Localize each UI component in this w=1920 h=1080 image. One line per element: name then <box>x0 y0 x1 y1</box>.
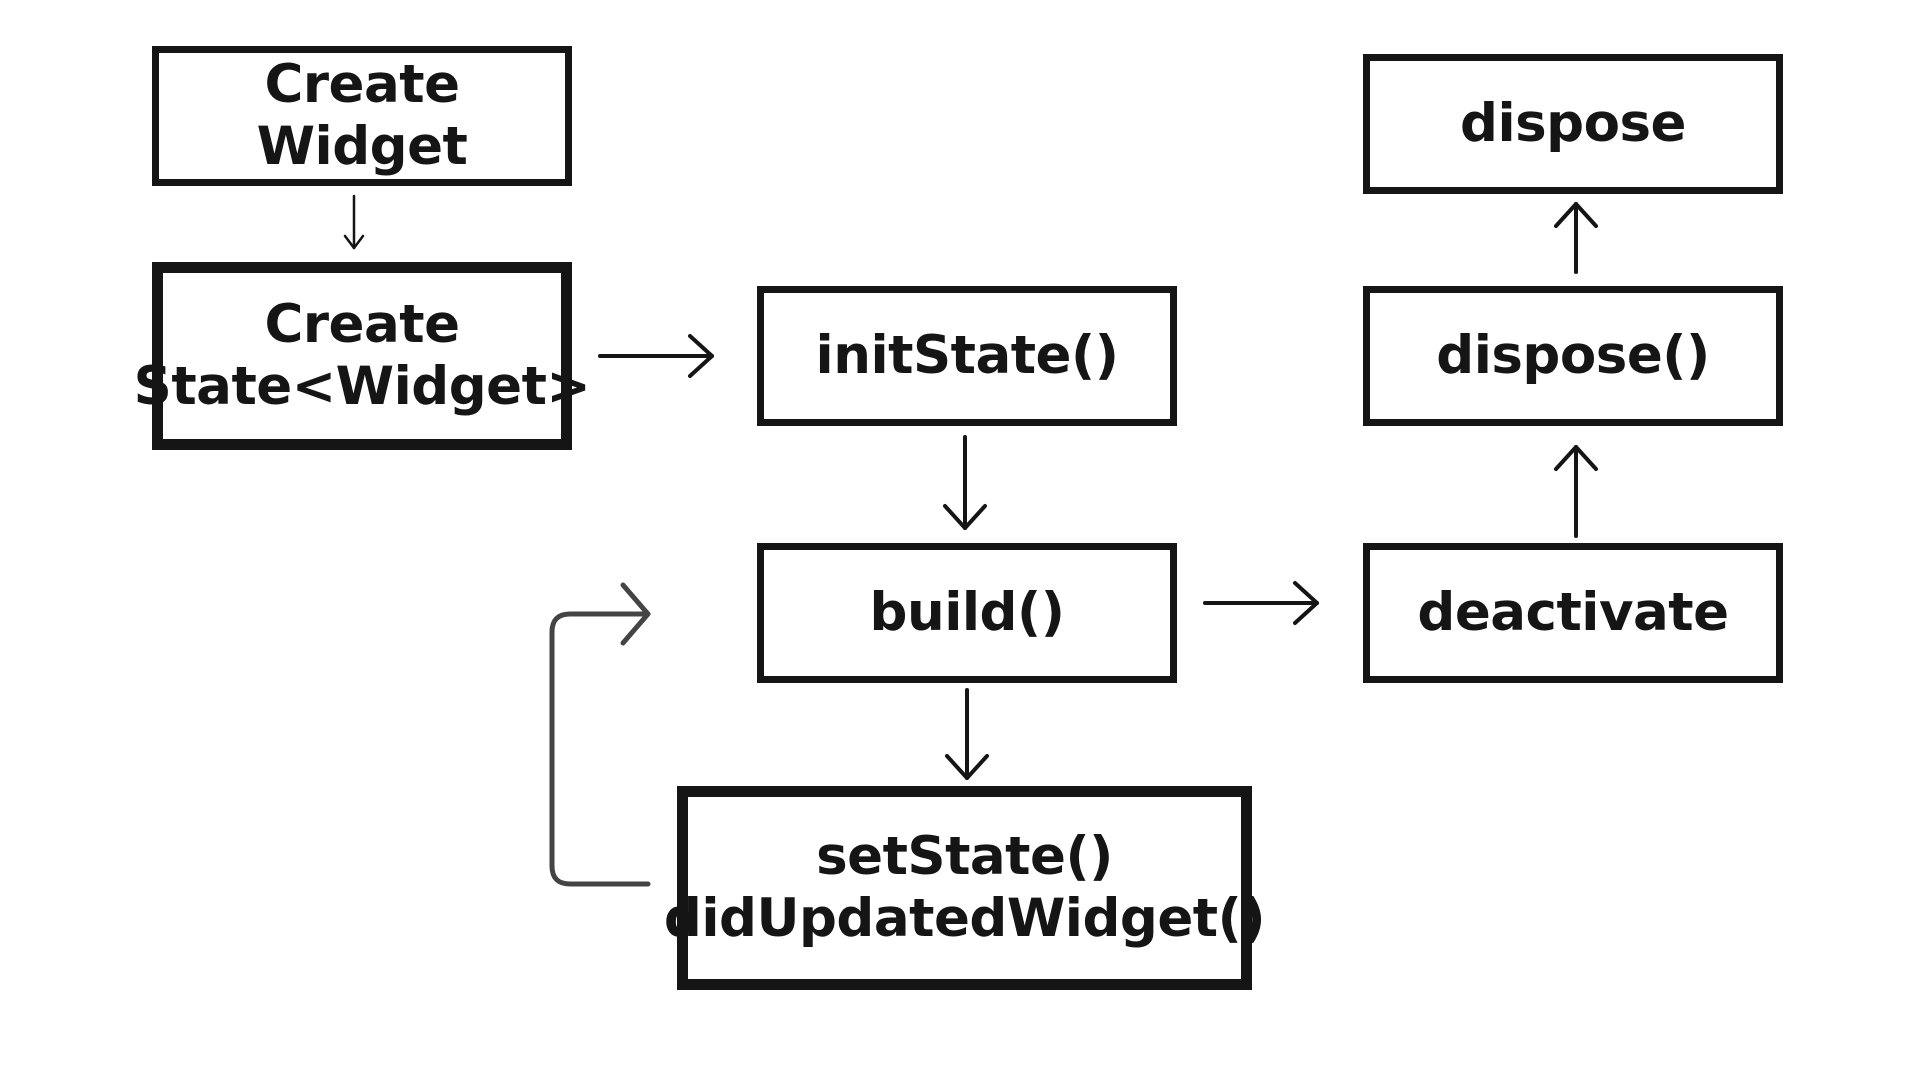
create-state-label-line2: State<Widget> <box>133 356 591 417</box>
edge-set-state-loop-to-build <box>549 582 651 887</box>
deactivate-label: deactivate <box>1417 582 1729 643</box>
edge-create-state-to-init-state <box>598 334 714 378</box>
set-state-node: setState() didUpdatedWidget() <box>664 786 1266 990</box>
create-state-label-line1: Create <box>264 294 460 355</box>
set-state-label-line2: didUpdatedWidget() <box>663 888 1266 949</box>
init-state-label: initState() <box>815 325 1119 386</box>
dispose-method-label: dispose() <box>1436 325 1710 386</box>
create-widget-label: Create Widget <box>256 54 468 177</box>
create-state-node: Create State<Widget> <box>134 262 591 450</box>
edge-deactivate-to-dispose-method <box>1554 445 1598 538</box>
set-state-label-line1: setState() <box>816 826 1113 887</box>
create-widget-node: Create Widget <box>152 46 572 186</box>
dispose-label: dispose <box>1460 93 1687 154</box>
build-node: build() <box>757 543 1177 683</box>
edge-create-widget-to-create-state <box>343 194 365 250</box>
edge-dispose-method-to-dispose <box>1554 202 1598 274</box>
deactivate-node: deactivate <box>1363 543 1783 683</box>
edge-init-state-to-build <box>943 435 987 530</box>
edge-build-to-set-state <box>945 688 989 780</box>
dispose-method-node: dispose() <box>1363 286 1783 426</box>
build-label: build() <box>869 582 1065 643</box>
edge-build-to-deactivate <box>1203 581 1319 625</box>
init-state-node: initState() <box>757 286 1177 426</box>
dispose-node: dispose <box>1363 54 1783 194</box>
